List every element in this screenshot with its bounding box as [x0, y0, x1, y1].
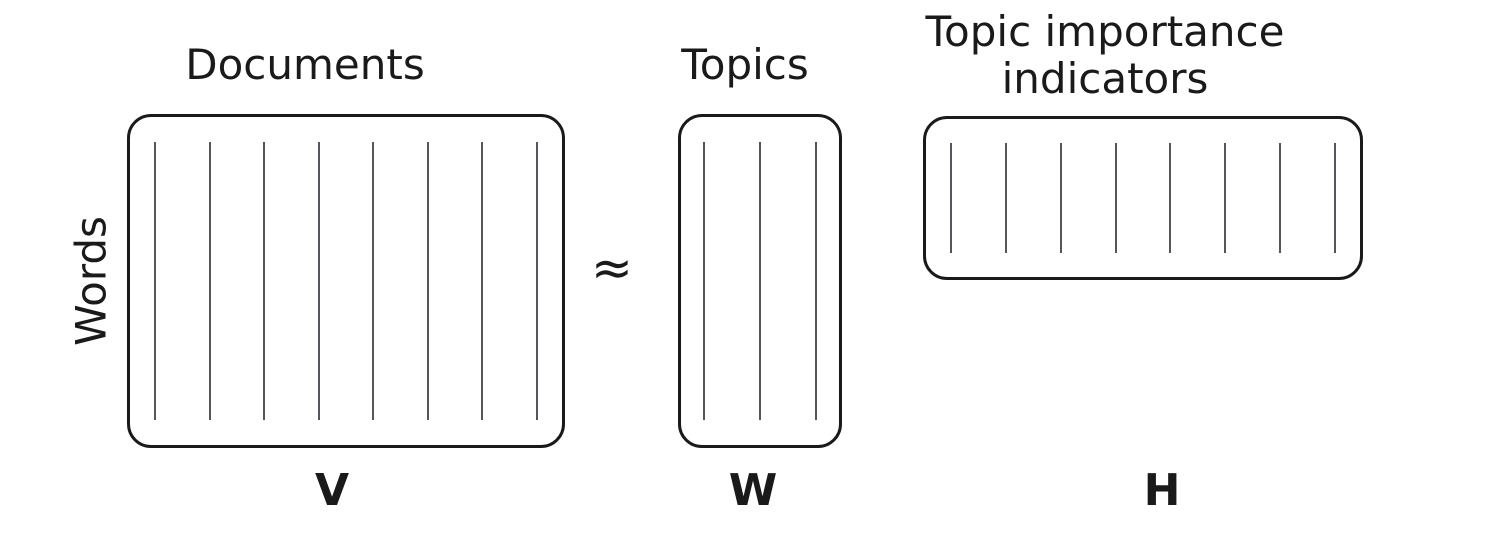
matrix-column-stripe — [759, 142, 761, 420]
matrix-column-stripe — [1279, 143, 1282, 253]
matrix-column-stripe — [1004, 143, 1007, 253]
matrix-column-stripe — [154, 142, 156, 420]
matrix-column-stripe — [535, 142, 538, 420]
matrix-w-name: W — [728, 465, 778, 516]
matrix-column-stripe — [263, 142, 266, 420]
topic-importance-label: Topic importance indicators — [926, 8, 1285, 102]
matrix-column-stripe — [372, 142, 375, 420]
matrix-column-stripe — [815, 142, 817, 420]
matrix-v-name: V — [314, 465, 350, 516]
matrix-v-box — [127, 114, 565, 448]
matrix-column-stripe — [426, 142, 429, 420]
matrix-column-stripe — [1224, 143, 1227, 253]
topics-label: Topics — [681, 40, 809, 89]
matrix-w-box — [678, 114, 842, 448]
matrix-column-stripe — [703, 142, 705, 420]
matrix-column-stripe — [481, 142, 484, 420]
matrix-column-stripe — [1059, 143, 1062, 253]
matrix-column-stripe — [1333, 143, 1336, 253]
topic-importance-label-line2: indicators — [1001, 54, 1209, 103]
matrix-h-name: H — [1143, 465, 1181, 516]
matrix-h-box — [923, 116, 1363, 280]
words-label: Words — [66, 216, 116, 346]
matrix-column-stripe — [1114, 143, 1117, 253]
topic-importance-label-line1: Topic importance — [925, 7, 1285, 56]
matrix-column-stripe — [208, 142, 211, 420]
approx-equals-symbol: ≈ — [591, 239, 633, 297]
documents-label: Documents — [185, 40, 425, 89]
matrix-column-stripe — [950, 143, 952, 253]
matrix-column-stripe — [1169, 143, 1172, 253]
matrix-column-stripe — [317, 142, 320, 420]
